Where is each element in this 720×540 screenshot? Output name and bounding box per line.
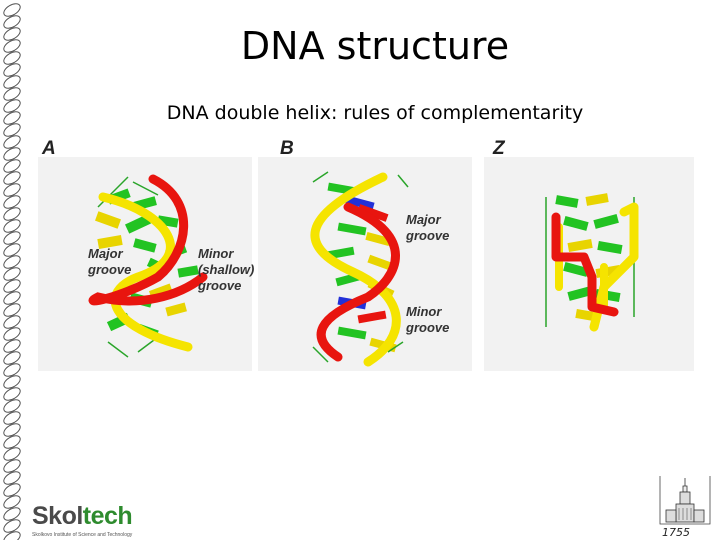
panel-letter-b: B (280, 138, 294, 159)
a-dna-helix-image (88, 174, 208, 358)
msu-building-emblem (659, 476, 711, 525)
skoltech-caption: Skolkovo Institute of Science and Techno… (32, 532, 133, 538)
panel-z-dna (484, 157, 694, 371)
z-dna-helix-image (545, 193, 639, 332)
slide-title: DNA structure (240, 24, 510, 68)
a-minor-groove-label: Minor(shallow)groove (198, 246, 255, 293)
panel-letter-a: A (42, 138, 56, 159)
msu-year: 1755 (662, 526, 690, 539)
slide-subtitle: DNA double helix: rules of complementari… (166, 102, 584, 124)
decorative-border (3, 3, 21, 540)
b-dna-helix-image (310, 171, 409, 367)
panel-letter-z: Z (493, 138, 505, 159)
skoltech-logo: Skoltech Skolkovo Institute of Science a… (30, 500, 152, 540)
skoltech-wordmark: Skoltech (32, 502, 133, 530)
